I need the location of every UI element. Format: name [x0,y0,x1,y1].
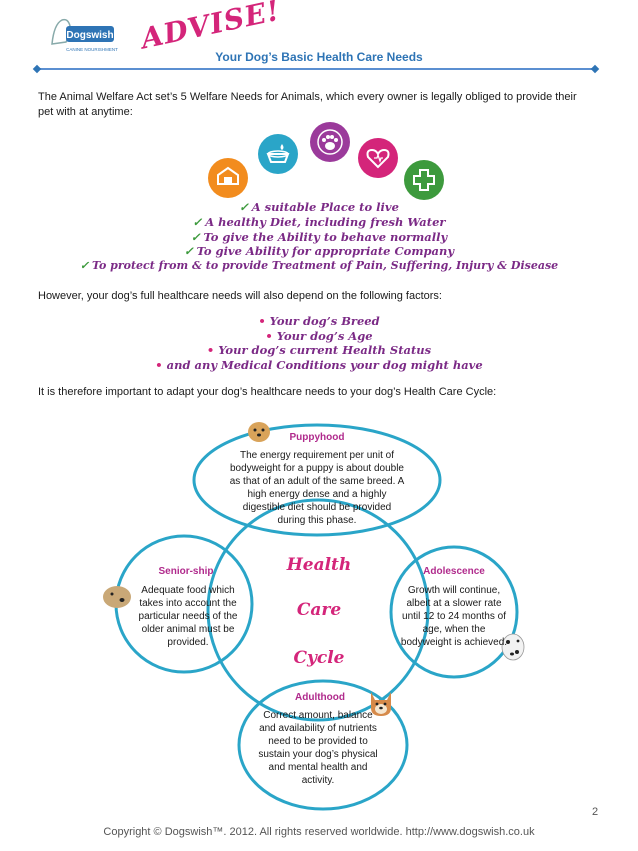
puppy-dog-icon [244,416,274,451]
kennel-icon [208,158,248,198]
factor-text: Your dog’s Breed [269,314,380,328]
factor-text: and any Medical Conditions your dog migh… [166,358,483,372]
check-icon: ✓ [79,259,90,272]
dogswish-logo: Dogswish CANINE NOURISHMENT [48,14,136,54]
need-item: ✓A suitable Place to live [0,200,638,214]
paw-icon [310,122,350,162]
food-bowl-icon [258,134,298,174]
heart-icon [358,138,398,178]
need-item: ✓To give Ability for appropriate Company [0,244,638,258]
seniorship-label: Senior-ship [158,566,214,577]
need-item: ✓To give the Ability to behave normally [0,230,638,244]
seniorship-text: Adequate food which takes into account t… [138,585,238,648]
intro-paragraph: The Animal Welfare Act set’s 5 Welfare N… [38,91,577,118]
logo-text: Dogswish [66,30,113,41]
check-icon: ✓ [183,244,194,258]
adulthood-text: Correct amount, balance and availability… [258,710,378,786]
factor-item: • Your dog’s current Health Status [206,343,432,357]
need-text: To give Ability for appropriate Company [196,244,455,258]
logo-subtext: CANINE NOURISHMENT [66,47,118,52]
need-text: A suitable Place to live [251,200,399,214]
dalmatian-dog-icon [498,630,528,669]
factor-item: • Your dog’s Breed [258,314,380,328]
need-text: To protect from & to provide Treatment o… [92,259,559,272]
factors-intro: However, your dog’s full healthcare need… [38,290,442,302]
need-item: ✓To protect from & to provide Treatment … [0,259,638,272]
factor-item: • Your dog’s Age [265,329,373,343]
need-item: ✓A healthy Diet, including fresh Water [0,215,638,229]
adulthood-label: Adulthood [295,692,345,703]
puppyhood-text: The energy requirement per unit of bodyw… [229,450,405,526]
puppyhood-ellipse [192,423,442,537]
center-word-health: Health [286,555,352,575]
check-icon: ✓ [239,200,249,214]
check-icon: ✓ [192,215,203,229]
page-number: 2 [592,806,599,818]
check-icon: ✓ [190,230,201,244]
center-word-cycle: Cycle [293,648,345,668]
adulthood-ellipse [237,679,409,811]
header-divider [38,68,596,70]
cycle-intro: It is therefore important to adapt your … [38,386,497,398]
footer-copyright: Copyright © Dogswish™. 2012. All rights … [103,826,535,838]
adolescence-ellipse [389,545,519,679]
adolescence-text: Growth will continue, albeit at a slower… [400,585,508,648]
page-title: Your Dog’s Basic Health Care Needs [215,50,423,64]
factor-text: Your dog’s Age [276,329,373,343]
factor-text: Your dog’s current Health Status [218,343,432,357]
need-text: A healthy Diet, including fresh Water [205,215,446,229]
need-text: To give the Ability to behave normally [203,230,448,244]
adolescence-label: Adolescence [423,566,485,577]
factor-item: • and any Medical Conditions your dog mi… [155,358,483,372]
senior-dog-icon [100,582,134,617]
cycle-center-circle [206,498,430,722]
medical-cross-icon [404,160,444,200]
puppyhood-label: Puppyhood [289,432,345,443]
center-word-care: Care [296,600,342,620]
adult-dog-icon [366,688,396,725]
